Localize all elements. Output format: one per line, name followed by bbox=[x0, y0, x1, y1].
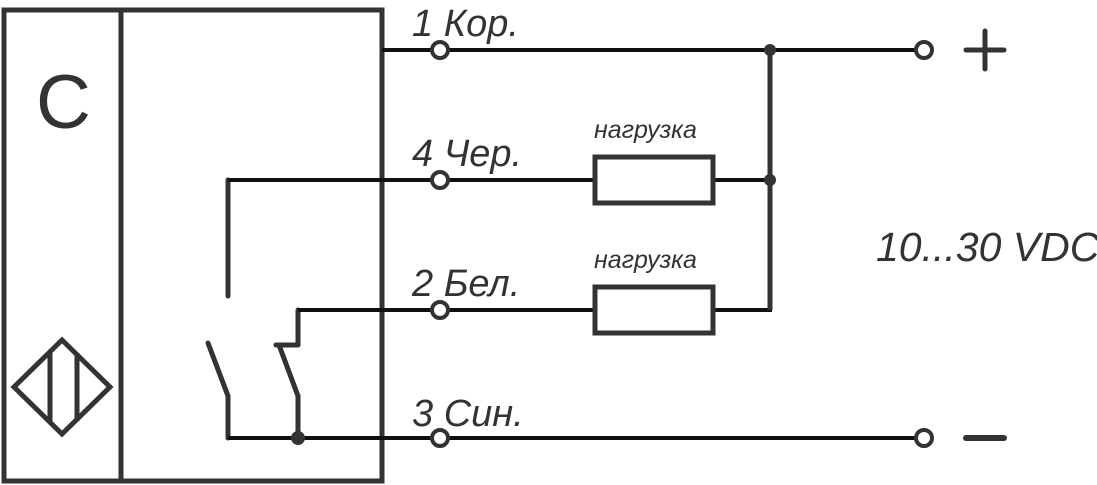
capacitive-sensor-icon bbox=[10, 336, 114, 438]
wires bbox=[228, 48, 918, 440]
supply-voltage-label: 10...30 VDC bbox=[876, 224, 1097, 270]
plus-icon bbox=[963, 28, 1007, 72]
wire-label-4: 4 Чер. bbox=[412, 133, 522, 175]
loads bbox=[592, 154, 716, 336]
terminal-pin-2 bbox=[430, 300, 450, 320]
wire-label-2: 2 Бел. bbox=[411, 263, 520, 305]
load-resistor-1 bbox=[592, 154, 716, 206]
junction-dots bbox=[291, 44, 776, 445]
terminal-pin-4 bbox=[430, 170, 450, 190]
terminal-pin-1 bbox=[430, 40, 450, 60]
no-contact-blade bbox=[205, 340, 231, 399]
terminal-pin-3 bbox=[430, 428, 450, 448]
terminal-negative bbox=[914, 428, 934, 448]
terminal-positive bbox=[914, 40, 934, 60]
wire-label-3: 3 Син. bbox=[412, 393, 524, 435]
load-label-2: нагрузка bbox=[594, 246, 697, 274]
load-label-1: нагрузка bbox=[594, 116, 697, 144]
switch-contacts bbox=[205, 177, 301, 441]
load-resistor-2 bbox=[592, 284, 716, 336]
nc-contact-blade bbox=[276, 342, 301, 399]
sensor-type-letter: C bbox=[36, 60, 91, 145]
wire-label-1: 1 Кор. bbox=[412, 3, 519, 45]
sensor-housing bbox=[1, 7, 385, 484]
terminals bbox=[430, 40, 934, 448]
